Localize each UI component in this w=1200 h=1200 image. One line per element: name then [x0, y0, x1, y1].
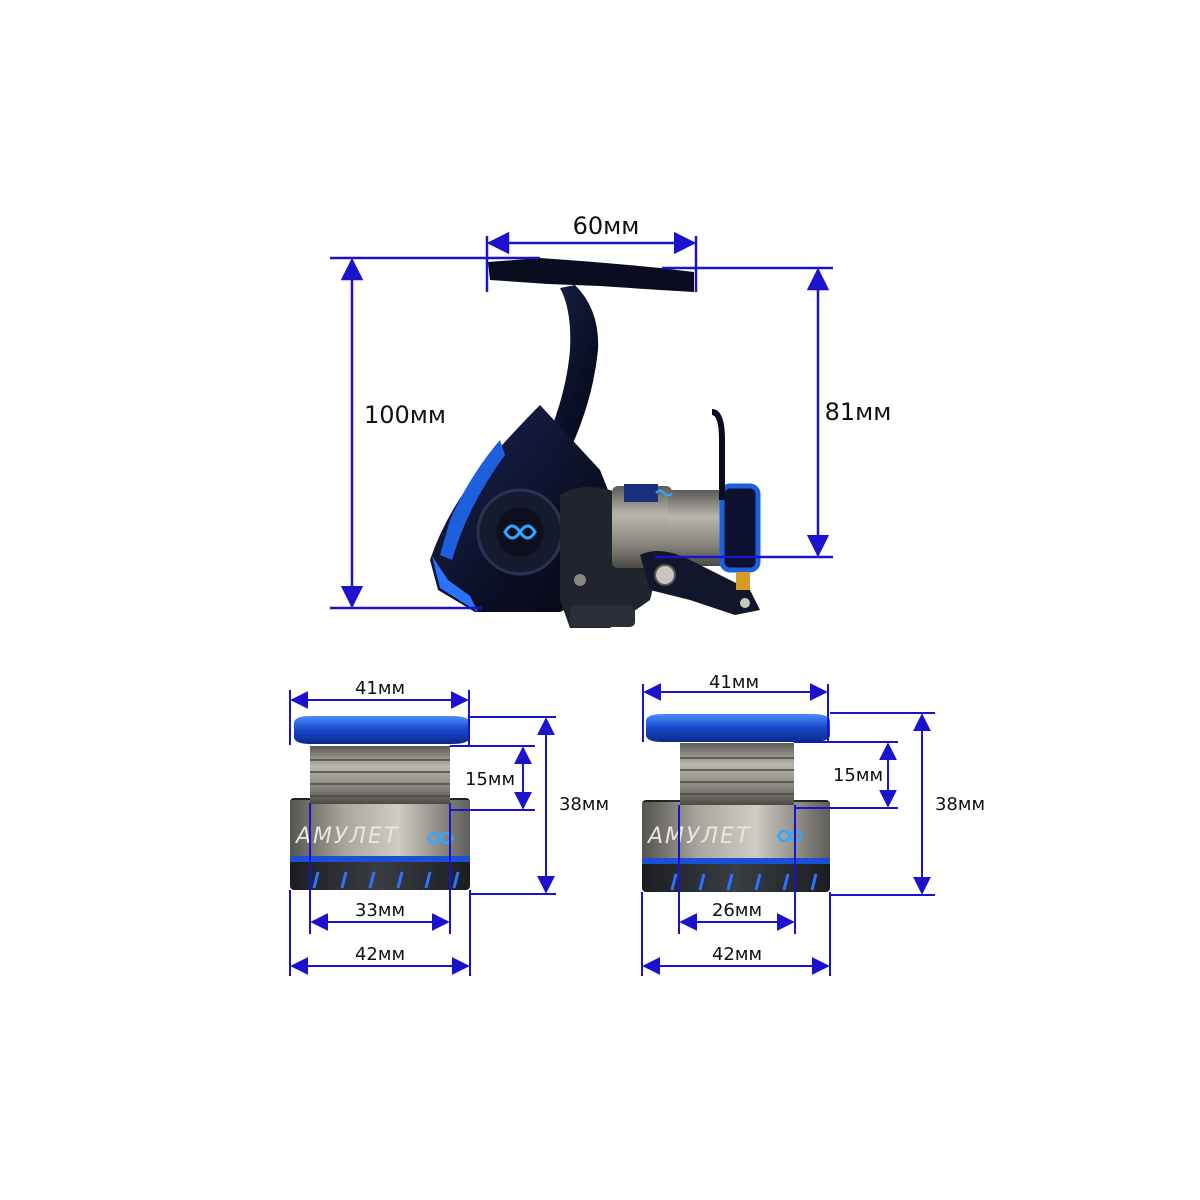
- spool-left-depth-label: 15мм: [465, 769, 515, 790]
- fish-infinity-icon: [426, 831, 454, 845]
- reel-width-label: 60мм: [573, 212, 640, 240]
- spool-left-core-label: 33мм: [355, 900, 405, 921]
- spool-right-rim-label: 41мм: [709, 672, 759, 693]
- spool-left-height-label: 38мм: [559, 794, 609, 815]
- reel-height-label: 100мм: [364, 401, 446, 429]
- fish-infinity-icon: [503, 524, 537, 540]
- spool-right-brand: AMУЛЕТ: [646, 824, 751, 849]
- reel-spool-logo-icon: [655, 489, 673, 497]
- spool-right-base-label: 42мм: [712, 944, 762, 965]
- spinning-reel-image: [430, 258, 761, 628]
- reel-spool-axis-label: 81мм: [825, 398, 892, 426]
- spool-left-brand: AMУЛЕТ: [294, 824, 399, 849]
- spool-left-image: AMУЛЕТ: [290, 716, 470, 890]
- spool-left-dimension-lines: [289, 690, 556, 976]
- fish-infinity-icon: [776, 829, 804, 843]
- spool-right-depth-label: 15мм: [833, 765, 883, 786]
- spool-right-image: AMУЛЕТ: [642, 714, 830, 892]
- reel-dimension-lines: [330, 231, 833, 610]
- spool-right-height-label: 38мм: [935, 794, 985, 815]
- spool-right-core-label: 26мм: [712, 900, 762, 921]
- spool-left-base-label: 42мм: [355, 944, 405, 965]
- spool-right-dimension-lines: [641, 683, 935, 976]
- spool-left-rim-label: 41мм: [355, 678, 405, 699]
